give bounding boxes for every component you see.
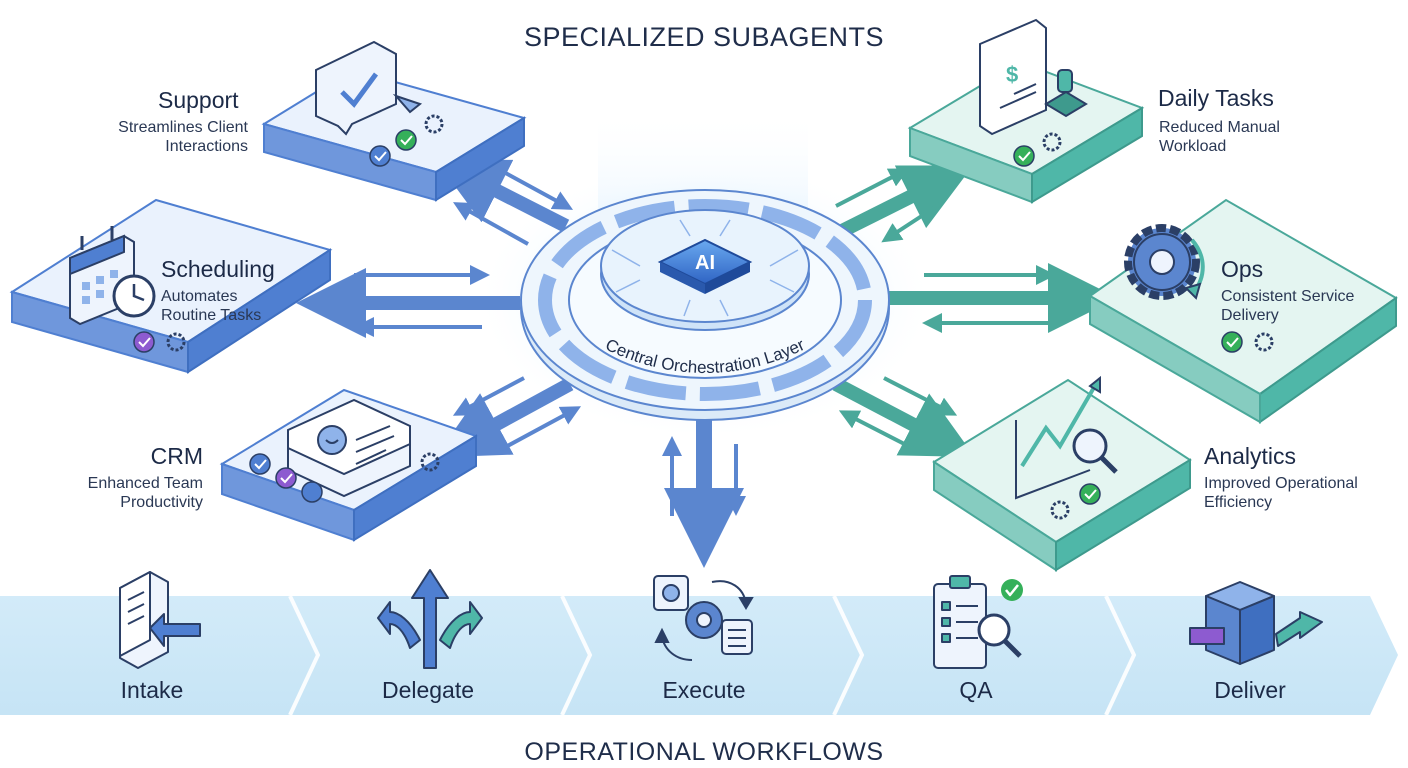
split-arrows-icon — [377, 569, 483, 669]
agent-card-daily-tasks[interactable]: $ — [907, 18, 1145, 204]
crm-desc-line2: Productivity — [120, 494, 203, 511]
workflow-step-deliver-label: Deliver — [1214, 677, 1286, 703]
gear-cycle-icon — [1124, 224, 1205, 300]
ai-chip-label: AI — [695, 252, 715, 274]
gear-icon — [1042, 132, 1062, 152]
contact-card-icon — [287, 398, 411, 498]
scheduling-desc-line1: Automates — [161, 288, 238, 305]
ops-desc-line2: Delivery — [1221, 307, 1279, 324]
workflows-title: OPERATIONAL WORKFLOWS — [524, 738, 884, 766]
workflow-step-execute-label: Execute — [662, 677, 746, 703]
daily-tasks-name: Daily Tasks — [1158, 85, 1274, 111]
support-desc-line1: Streamlines Client — [118, 119, 248, 136]
support-name: Support — [158, 87, 239, 113]
subagents-title: SPECIALIZED SUBAGENTS — [523, 22, 885, 52]
invoice-stamp-icon: $ — [979, 18, 1088, 136]
arrow-daily-to-hub — [881, 202, 942, 243]
arrow-daily-big — [836, 165, 974, 239]
gear-icon — [1050, 500, 1070, 520]
svg-text:$: $ — [1006, 62, 1018, 87]
down-connector-arrows — [662, 414, 746, 568]
arrow-hub-to-support — [453, 202, 529, 246]
daily-tasks-desc-line2: Workload — [1159, 138, 1227, 155]
gear-icon — [424, 114, 444, 134]
workflow-step-intake-label: Intake — [120, 677, 184, 703]
gears-cycle-icon — [653, 575, 754, 661]
crm-name: CRM — [150, 443, 203, 469]
arrow-analytics-to-hub — [838, 410, 921, 454]
arrow-hub-to-daily — [835, 168, 910, 208]
chart-magnifier-icon — [1015, 375, 1118, 500]
workflow-step-execute-chevron — [556, 596, 862, 715]
agent-card-analytics[interactable] — [932, 375, 1192, 572]
calendar-clock-icon — [69, 226, 156, 326]
central-hub: AI Central Orchestration Layer — [520, 189, 890, 421]
analytics-name: Analytics — [1204, 443, 1297, 469]
agent-card-ops[interactable] — [1088, 198, 1398, 424]
package-arrow-icon — [1189, 581, 1323, 665]
right-connector-arrows — [832, 165, 1118, 458]
arrow-crm-to-hub — [499, 406, 582, 452]
daily-tasks-desc-line1: Reduced Manual — [1159, 119, 1280, 136]
arrow-support-big — [435, 159, 570, 233]
arrow-crm-big — [435, 377, 574, 458]
ops-name: Ops — [1221, 256, 1264, 282]
chat-check-icon — [315, 40, 423, 136]
agent-card-support[interactable] — [261, 40, 527, 202]
clipboard-check-icon — [933, 575, 1023, 669]
agent-card-crm[interactable] — [219, 388, 479, 542]
analytics-desc-line1: Improved Operational — [1204, 475, 1358, 492]
workflow-step-delegate-label: Delegate — [381, 677, 475, 703]
ops-desc-line1: Consistent Service — [1221, 288, 1355, 305]
support-desc-line2: Interactions — [165, 138, 248, 155]
left-connector-arrows — [296, 159, 582, 458]
user-icon — [301, 481, 323, 503]
analytics-desc-line2: Efficiency — [1204, 494, 1273, 511]
workflow-step-qa-label: QA — [959, 677, 993, 703]
scheduling-desc-line2: Routine Tasks — [161, 307, 262, 324]
arrow-support-to-hub — [499, 168, 574, 210]
agent-card-scheduling[interactable] — [9, 198, 333, 374]
gear-icon — [166, 332, 186, 352]
crm-desc-line1: Enhanced Team — [87, 475, 203, 492]
gear-icon — [420, 452, 440, 472]
scheduling-name: Scheduling — [161, 256, 275, 282]
arrow-analytics-big — [832, 377, 975, 458]
gear-icon — [1254, 332, 1274, 352]
document-arrow-icon — [119, 571, 201, 669]
